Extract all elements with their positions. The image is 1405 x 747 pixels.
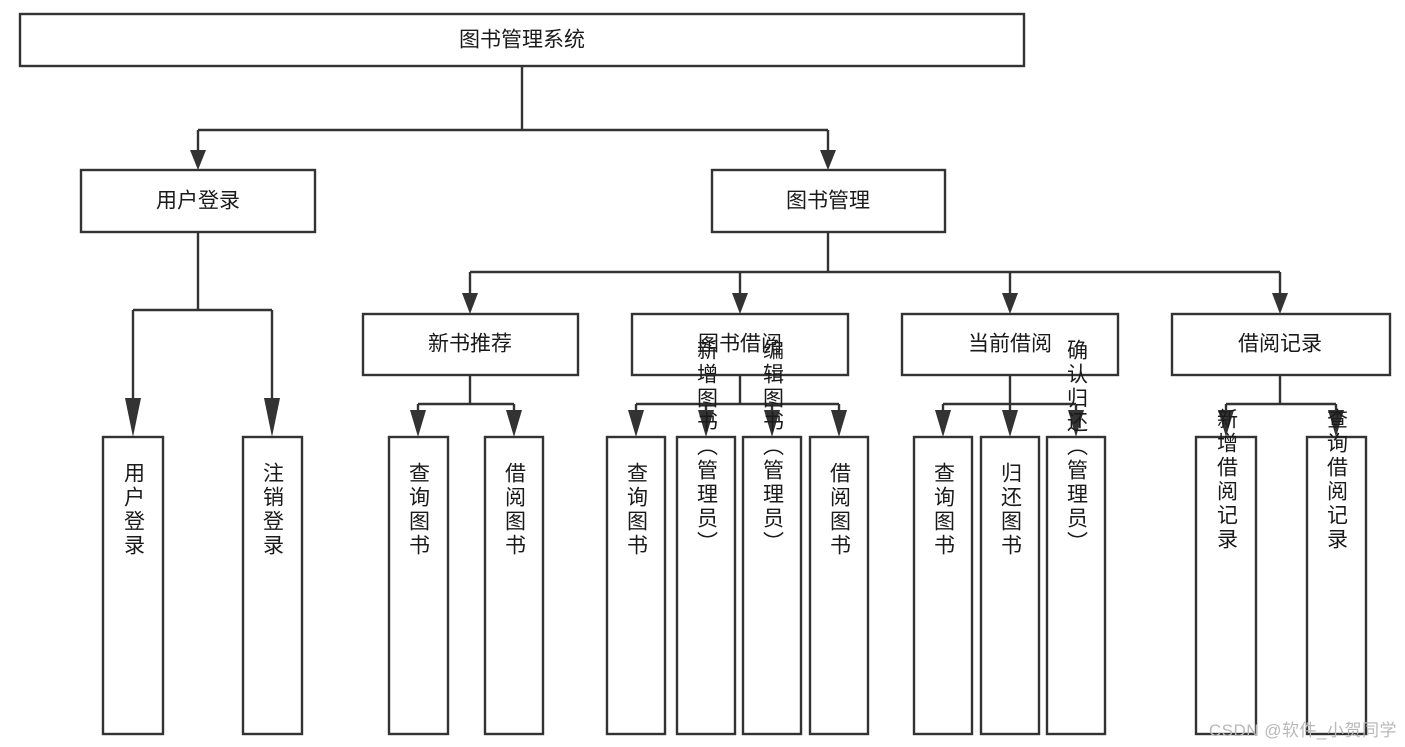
csdn-watermark: CSDN @软件_小贺同学 — [1208, 721, 1397, 740]
node-current-borrow[interactable]: 当前借阅 — [900, 312, 1120, 377]
node-leaf-edit-book-box[interactable] — [741, 435, 803, 736]
node-leaf-query-book-1-box[interactable] — [387, 435, 450, 736]
node-book-borrow-label: 图书借阅 — [698, 333, 782, 356]
connector-group-user-login — [125, 232, 280, 437]
node-borrow-record[interactable]: 借阅记录 — [1170, 312, 1392, 377]
node-leaf-add-record-label: 新增借阅记录 — [1215, 408, 1239, 552]
connector-group-book-manage — [462, 232, 1288, 314]
node-leaf-borrow-book-1-label: 借阅图书 — [503, 462, 527, 558]
arrow-head-leaf-logout — [264, 398, 280, 437]
node-leaf-query-book-3-label: 查询图书 — [932, 462, 956, 558]
node-root-box[interactable] — [18, 12, 1026, 68]
arrow-head-add-book — [698, 410, 714, 437]
node-book-borrow-box[interactable] — [630, 312, 850, 377]
node-leaf-query-book-2[interactable]: 查询图书 — [605, 435, 667, 736]
node-leaf-add-book-box[interactable] — [675, 435, 737, 736]
node-leaf-user-login[interactable]: 用户登录 — [101, 435, 165, 736]
node-book-borrow[interactable]: 图书借阅 — [630, 312, 850, 377]
arrow-head-query-book-1 — [410, 410, 426, 437]
node-leaf-query-record-label: 查询借阅记录 — [1325, 408, 1349, 552]
node-leaf-borrow-book-2-box[interactable] — [808, 435, 870, 736]
arrow-head-query-book-2 — [628, 410, 644, 437]
node-leaf-return-book-box[interactable] — [979, 435, 1041, 736]
arrow-head-leaf-user-login — [125, 398, 141, 437]
node-current-borrow-label: 当前借阅 — [968, 333, 1052, 356]
node-leaf-add-record-box[interactable] — [1194, 435, 1258, 736]
node-leaf-logout[interactable]: 注销登录 — [241, 435, 304, 736]
arrow-head-borrow-record — [1272, 293, 1288, 314]
node-leaf-edit-book[interactable]: 编辑图书（管理员） — [741, 339, 803, 736]
node-leaf-query-book-2-label: 查询图书 — [625, 462, 649, 558]
arrow-head-book-manage — [820, 150, 836, 170]
node-book-manage[interactable]: 图书管理 — [710, 168, 947, 234]
arrow-head-user-login — [190, 150, 206, 170]
node-leaf-user-login-label: 用户登录 — [122, 462, 146, 558]
node-leaf-query-record-box[interactable] — [1305, 435, 1368, 736]
node-new-book-rec-box[interactable] — [361, 312, 580, 377]
node-leaf-add-book-label: 新增图书（管理员） — [695, 339, 719, 555]
node-root-label: 图书管理系统 — [459, 29, 585, 52]
node-leaf-edit-book-label: 编辑图书（管理员） — [761, 339, 785, 555]
arrow-head-borrow-book-1 — [506, 410, 522, 437]
node-leaf-user-login-box[interactable] — [101, 435, 165, 736]
node-user-login-label: 用户登录 — [156, 190, 240, 213]
node-leaf-logout-label: 注销登录 — [261, 462, 285, 558]
node-new-book-rec[interactable]: 新书推荐 — [361, 312, 580, 377]
node-book-manage-box[interactable] — [710, 168, 947, 234]
node-borrow-record-box[interactable] — [1170, 312, 1392, 377]
node-user-login[interactable]: 用户登录 — [79, 168, 317, 234]
connector-group-new-book-rec — [410, 375, 522, 437]
node-user-login-box[interactable] — [79, 168, 317, 234]
connector-group-current-borrow — [935, 375, 1084, 437]
node-leaf-query-book-3[interactable]: 查询图书 — [912, 435, 974, 736]
node-current-borrow-box[interactable] — [900, 312, 1120, 377]
node-leaf-logout-box[interactable] — [241, 435, 304, 736]
node-leaf-confirm-return[interactable]: 确认归还（管理员） — [1045, 339, 1107, 736]
arrow-head-return-book — [1002, 410, 1018, 437]
arrow-head-confirm-return — [1068, 410, 1084, 437]
node-leaf-confirm-return-box[interactable] — [1045, 435, 1107, 736]
node-leaf-add-book[interactable]: 新增图书（管理员） — [675, 339, 737, 736]
node-leaf-query-book-1[interactable]: 查询图书 — [387, 435, 450, 736]
arrow-head-current-borrow — [1002, 293, 1018, 314]
node-borrow-record-label: 借阅记录 — [1238, 333, 1322, 356]
node-leaf-query-book-1-label: 查询图书 — [407, 462, 431, 558]
node-root[interactable]: 图书管理系统 — [18, 12, 1026, 68]
node-leaf-borrow-book-1-box[interactable] — [483, 435, 545, 736]
node-leaf-borrow-book-1[interactable]: 借阅图书 — [483, 435, 545, 736]
node-book-manage-label: 图书管理 — [786, 190, 870, 213]
arrow-head-book-borrow — [732, 293, 748, 314]
connector-group-borrow-record — [1218, 375, 1344, 437]
node-leaf-confirm-return-label: 确认归还（管理员） — [1065, 339, 1089, 555]
node-leaf-borrow-book-2-label: 借阅图书 — [828, 462, 852, 558]
node-leaf-query-record[interactable]: 查询借阅记录 — [1305, 408, 1368, 736]
connector-group-root — [190, 66, 836, 170]
node-leaf-query-book-3-box[interactable] — [912, 435, 974, 736]
node-new-book-rec-label: 新书推荐 — [428, 333, 512, 356]
node-leaf-return-book-label: 归还图书 — [999, 462, 1023, 558]
arrow-head-query-record — [1328, 410, 1344, 437]
node-leaf-query-book-2-box[interactable] — [605, 435, 667, 736]
arrow-head-query-book-3 — [935, 410, 951, 437]
node-leaf-borrow-book-2[interactable]: 借阅图书 — [808, 435, 870, 736]
connector-group-book-borrow — [628, 375, 847, 437]
node-leaf-add-record[interactable]: 新增借阅记录 — [1194, 408, 1258, 736]
arrow-head-borrow-book-2 — [831, 410, 847, 437]
arrow-head-add-record — [1218, 410, 1234, 437]
node-leaf-return-book[interactable]: 归还图书 — [979, 435, 1041, 736]
arrow-head-edit-book — [764, 410, 780, 437]
arrow-head-new-book-rec — [462, 293, 478, 314]
